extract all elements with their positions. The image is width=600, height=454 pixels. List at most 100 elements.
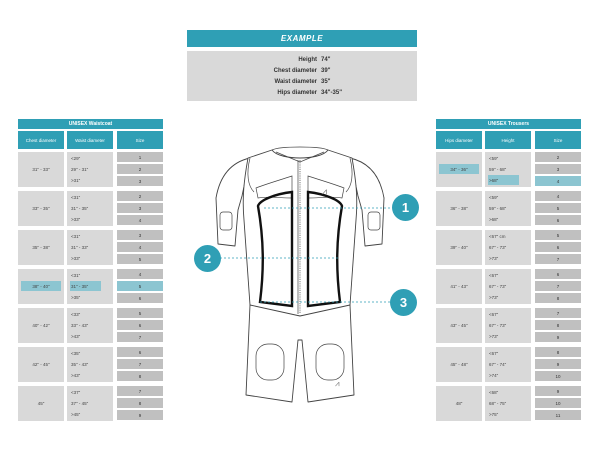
trousers-size-value: 9 (535, 359, 581, 369)
waistcoat-size-value: 5 (117, 308, 163, 318)
example-box: Height 74" Chest diameter 39" Waist diam… (187, 51, 417, 101)
trousers-height-value: >74" (489, 373, 499, 378)
waistcoat-waist-value: >43" (71, 373, 81, 378)
trousers-size-value: 5 (535, 203, 581, 213)
waistcoat-title: UNISEX Waistcoat (18, 119, 163, 129)
trousers-title: UNISEX Trousers (436, 119, 581, 129)
waistcoat-size-value: 3 (117, 230, 163, 240)
waistcoat-size-value: 7 (117, 386, 163, 396)
waistcoat-waist-value: 29" - 31" (71, 167, 89, 172)
waistcoat-waist-value: <35" (71, 351, 81, 356)
waistcoat-waist-value: 31" - 35" (71, 206, 89, 211)
waistcoat-waist-value: >33" (71, 217, 81, 222)
trousers-height-value: >68" (489, 217, 499, 222)
trousers-height-value: <59" (489, 195, 499, 200)
trousers-hips-value: 34" - 36" (450, 167, 468, 172)
trousers-hips-cell: 36" - 38" (436, 191, 482, 226)
waistcoat-chest-value: 40" - 42" (32, 323, 50, 328)
highlight-band (21, 281, 61, 291)
trousers-size-value: 6 (535, 242, 581, 252)
waistcoat-chest-value: 33" - 35" (32, 206, 50, 211)
waistcoat-chest-cell: 45" (18, 386, 64, 421)
waistcoat-size-cell: 5 6 7 (117, 308, 163, 343)
trousers-height-value: <59" (489, 156, 499, 161)
waistcoat-waist-value: >31" (71, 178, 81, 183)
trousers-size-cell: 9 10 11 (535, 386, 581, 421)
trousers-height-value: <67" (489, 351, 499, 356)
waistcoat-size-value: 3 (117, 176, 163, 186)
waistcoat-waist-cell: <31"31" - 35">35" (67, 269, 113, 304)
waistcoat-chest-cell: 38" - 40" (18, 269, 64, 304)
trousers-hips-cell: 41" - 43" (436, 269, 482, 304)
trousers-header-size: Size (535, 131, 581, 149)
trousers-hips-value: 48" (455, 401, 463, 406)
waistcoat-chest-value: 42" - 45" (32, 362, 50, 367)
fit-panel-outline (256, 190, 344, 308)
trousers-height-cell: <59"59" - 68">68" (485, 152, 531, 187)
waistcoat-waist-value: 37" - 45" (71, 401, 89, 406)
trousers-size-value: 5 (535, 230, 581, 240)
waistcoat-chest-value: 31" - 33" (32, 167, 50, 172)
waistcoat-waist-value: <31" (71, 273, 81, 278)
trousers-hips-cell: 43" - 45" (436, 308, 482, 343)
logo-icon-bottom: ⩘ (335, 379, 340, 388)
waistcoat-chest-cell: 33" - 35" (18, 191, 64, 226)
trousers-size-value: 9 (535, 332, 581, 342)
left-sleeve (215, 157, 251, 247)
example-title: EXAMPLE (187, 30, 417, 47)
waistcoat-size-value: 4 (117, 242, 163, 252)
waistcoat-size-value: 1 (117, 152, 163, 162)
trousers-height-value: 67" - 73" (489, 245, 507, 250)
waistcoat-waist-value: >45" (71, 412, 81, 417)
waistcoat-size-cell: 1 2 3 (117, 152, 163, 187)
waistcoat-size-value: 2 (117, 164, 163, 174)
trousers-height-value: 67" - 73" (489, 284, 507, 289)
highlight-band (70, 281, 101, 291)
trousers-size-value: 6 (535, 269, 581, 279)
waistcoat-waist-value: <29" (71, 156, 81, 161)
trousers-height-value: >73" (489, 334, 499, 339)
trousers-height-value: <67" (489, 273, 499, 278)
trousers-height-value: 67" - 73" (489, 323, 507, 328)
waistcoat-size-cell: 3 4 5 (117, 230, 163, 265)
waistcoat-size-value: 7 (117, 332, 163, 342)
waistcoat-chest-value: 45" (37, 401, 45, 406)
trousers-size-value: 10 (535, 398, 581, 408)
waistcoat-size-value: 5 (117, 254, 163, 264)
trousers-size-value: 3 (535, 164, 581, 174)
waistcoat-waist-cell: <29" 29" - 31" >31" (67, 152, 113, 187)
waistcoat-size-value: 6 (117, 293, 163, 303)
waistcoat-waist-value: <33" (71, 312, 81, 317)
waistcoat-size-value: 2 (117, 191, 163, 201)
wetsuit-illustration: ⩘ ⩘ (215, 146, 404, 403)
waistcoat-chest-cell: 35" - 38" (18, 230, 64, 265)
trousers-hips-value: 41" - 43" (450, 284, 468, 289)
waistcoat-size-value: 9 (117, 410, 163, 420)
waistcoat-size-value: 6 (117, 320, 163, 330)
waistcoat-size-value: 3 (117, 203, 163, 213)
waistcoat-waist-value: 33" - 43" (71, 323, 89, 328)
trousers-hips-cell: 45" - 48" (436, 347, 482, 382)
trousers-height-value: 67" - 74" (489, 362, 507, 367)
trousers-height-value: 68" - 75" (489, 401, 507, 406)
waistcoat-waist-value: 31" - 35" (71, 284, 89, 289)
trousers-size-value: 8 (535, 320, 581, 330)
trousers-height-value: 59" - 68" (489, 206, 507, 211)
trousers-height-value: <68" (489, 390, 499, 395)
waistcoat-waist-value: <31" (71, 234, 81, 239)
trousers-hips-value: 39" - 40" (450, 245, 468, 250)
trousers-hips-cell: 48" (436, 386, 482, 421)
trousers-size-value: 9 (535, 386, 581, 396)
trousers-size-value: 11 (535, 410, 581, 420)
waistcoat-waist-cell: <31"31" - 35">33" (67, 191, 113, 226)
trousers-size-value: 8 (535, 347, 581, 357)
trousers-height-value: 59" - 68" (489, 167, 507, 172)
